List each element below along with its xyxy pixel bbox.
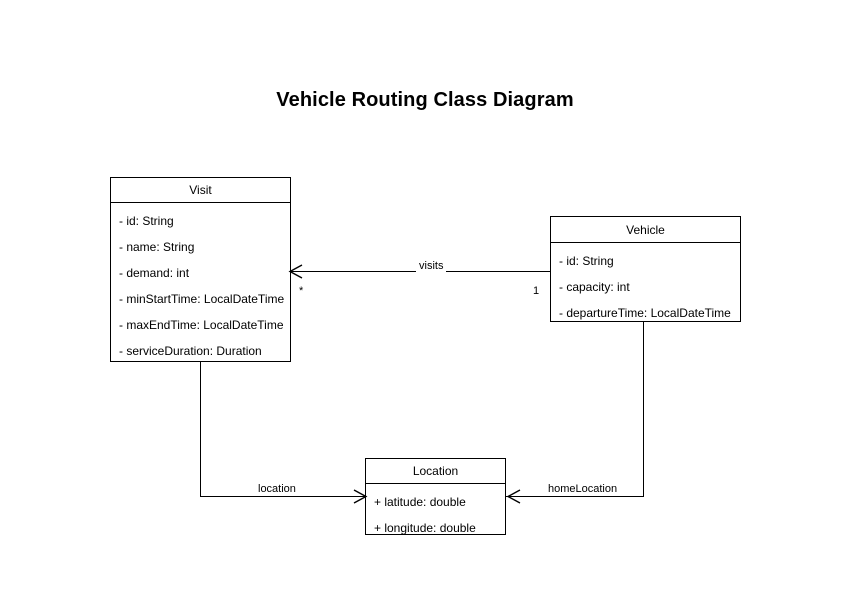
association-label-location: location xyxy=(255,482,299,496)
uml-class-vehicle-attributes: - id: String - capacity: int - departure… xyxy=(551,243,740,331)
uml-attribute: - maxEndTime: LocalDateTime xyxy=(119,318,284,332)
page-title: Vehicle Routing Class Diagram xyxy=(276,89,574,111)
association-line-homelocation-horizontal xyxy=(506,496,644,497)
uml-attribute: - capacity: int xyxy=(559,280,630,294)
arrowhead-right-icon xyxy=(352,489,368,504)
uml-attribute: - departureTime: LocalDateTime xyxy=(559,306,731,320)
uml-class-visit-attributes: - id: String - name: String - demand: in… xyxy=(111,203,290,369)
uml-class-location-name: Location xyxy=(366,459,505,484)
association-line-homelocation-vertical xyxy=(643,322,644,496)
arrowhead-left-icon xyxy=(288,264,304,279)
uml-attribute: + latitude: double xyxy=(374,495,466,509)
uml-class-location-attributes: + latitude: double + longitude: double xyxy=(366,484,505,546)
arrowhead-left-icon xyxy=(506,489,522,504)
association-label-visits: visits xyxy=(416,259,447,273)
uml-class-visit-name: Visit xyxy=(111,178,290,203)
uml-attribute: - demand: int xyxy=(119,266,190,280)
uml-attribute: - id: String xyxy=(119,214,174,228)
uml-class-visit[interactable]: Visit - id: String - name: String - dema… xyxy=(110,177,291,362)
uml-attribute: - id: String xyxy=(559,254,614,268)
association-label-homelocation: homeLocation xyxy=(545,482,621,496)
uml-class-vehicle[interactable]: Vehicle - id: String - capacity: int - d… xyxy=(550,216,741,322)
uml-attribute: - minStartTime: LocalDateTime xyxy=(119,292,285,306)
uml-attribute: - name: String xyxy=(119,240,195,254)
uml-attribute: - serviceDuration: Duration xyxy=(119,344,262,358)
uml-class-location[interactable]: Location + latitude: double + longitude:… xyxy=(365,458,506,535)
uml-attribute: + longitude: double xyxy=(374,521,476,535)
uml-class-vehicle-name: Vehicle xyxy=(551,217,740,243)
multiplicity-visit-side: * xyxy=(299,285,304,297)
association-line-location-vertical xyxy=(200,362,201,496)
multiplicity-vehicle-side: 1 xyxy=(533,285,540,297)
association-line-location-horizontal xyxy=(200,496,365,497)
